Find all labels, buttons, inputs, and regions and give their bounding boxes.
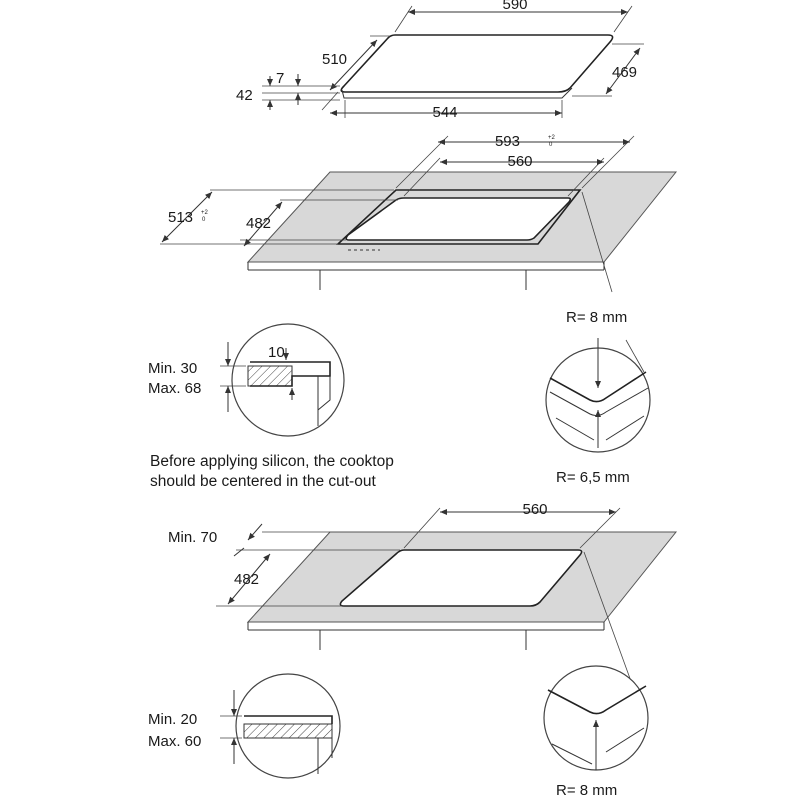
note-line-2: should be centered in the cut-out — [150, 473, 376, 490]
worktop-lower-section — [243, 723, 333, 739]
section-detail-upper: 10 Min. 30 Max. 68 — [148, 323, 345, 437]
radius-detail-upper: R= 6,5 mm — [545, 338, 651, 486]
hob-inner-width-label: 544 — [432, 104, 457, 121]
cutout-depth-tol-zero: 0 — [202, 217, 206, 223]
cutout-lower-radius-label: R= 8 mm — [556, 782, 617, 799]
cutout-width-tol-zero: 0 — [549, 142, 553, 148]
cutout-width-inner-label: 560 — [507, 153, 532, 170]
detail-upper-radius-label: R= 6,5 mm — [556, 469, 630, 486]
detail-upper-min-label: Min. 30 — [148, 360, 197, 377]
cutout-hole — [345, 197, 572, 241]
countertop-upper: 593 +2 0 560 513 +2 0 482 R= 8 mm — [160, 133, 678, 326]
hob-edge — [341, 87, 573, 99]
hob-section — [250, 361, 331, 387]
cutout-upper-radius-label: R= 8 mm — [566, 309, 627, 326]
detail-lower-min-label: Min. 20 — [148, 711, 197, 728]
cutout-depth-tol-plus: +2 — [201, 210, 209, 216]
hob-width-label: 590 — [502, 0, 527, 13]
hob-glass-thickness-label: 7 — [276, 70, 284, 87]
cutout-width-tol-plus: +2 — [548, 135, 556, 141]
hob-glass — [340, 34, 614, 93]
section-detail-lower: Min. 20 Max. 60 — [148, 673, 341, 779]
hob-inner-depth-label: 469 — [612, 64, 637, 81]
detail-upper-recess-label: 10 — [268, 344, 285, 361]
cutout-lower-min-label: Min. 70 — [168, 529, 217, 546]
countertop-lower: 560 Min. 70 482 — [168, 501, 678, 685]
cutout-depth-outer-label: 513 — [168, 209, 193, 226]
cutout-lower-hole — [339, 549, 583, 607]
radius-detail-lower: R= 8 mm — [543, 665, 649, 799]
cutout-lower-width-label: 560 — [522, 501, 547, 518]
cutout-outer-rebate — [335, 189, 582, 245]
cutout-lower-depth-label: 482 — [234, 571, 259, 588]
note-line-1: Before applying silicon, the cooktop — [150, 453, 394, 470]
cutout-depth-inner-label: 482 — [246, 215, 271, 232]
worktop-section — [247, 365, 293, 387]
cutout-width-outer-label: 593 — [495, 133, 520, 150]
detail-lower-max-label: Max. 60 — [148, 733, 201, 750]
hob-depth-label: 510 — [322, 51, 347, 68]
hob-height-label: 42 — [236, 87, 253, 104]
hob-drawing: 590 510 469 544 7 42 — [236, 0, 644, 121]
centering-note: Before applying silicon, the cooktop sho… — [150, 453, 394, 490]
detail-upper-max-label: Max. 68 — [148, 380, 201, 397]
hob-lower-section — [244, 715, 333, 724]
